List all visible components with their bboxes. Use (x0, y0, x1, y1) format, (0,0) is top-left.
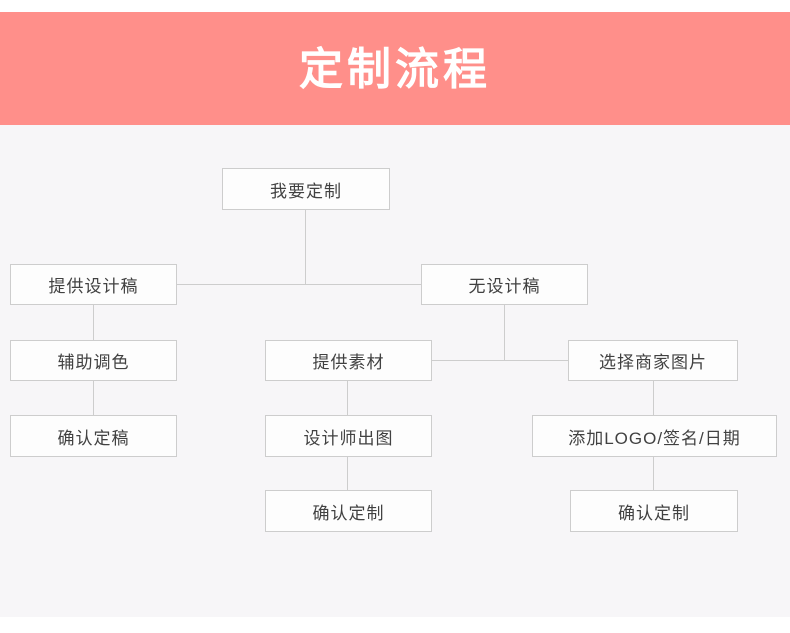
flow-node-start[interactable]: 我要定制 (222, 168, 390, 210)
connector-has-design-to-assist-color (93, 305, 94, 340)
flow-node-confirm-custom-right[interactable]: 确认定制 (570, 490, 738, 532)
connector-add-logo-to-confirm-custom (653, 457, 654, 490)
connector-designer-draft-to-confirm-custom (347, 457, 348, 490)
flowchart-canvas: 我要定制 提供设计稿 无设计稿 辅助调色 提供素材 选择商家图片 确认定稿 设计… (0, 125, 790, 617)
page-banner: 定制流程 (0, 12, 790, 125)
page-bottom-spacer (0, 617, 790, 633)
flow-node-confirm-custom-mid[interactable]: 确认定制 (265, 490, 432, 532)
connector-assist-color-to-confirm-final (93, 381, 94, 415)
flow-node-pick-merchant[interactable]: 选择商家图片 (568, 340, 738, 381)
connector-no-design-down (504, 305, 505, 361)
flow-node-confirm-final[interactable]: 确认定稿 (10, 415, 177, 457)
connector-row3-split (432, 360, 568, 361)
flow-node-has-design[interactable]: 提供设计稿 (10, 264, 177, 305)
flow-node-assist-color[interactable]: 辅助调色 (10, 340, 177, 381)
page-title: 定制流程 (299, 44, 491, 94)
flow-node-provide-assets[interactable]: 提供素材 (265, 340, 432, 381)
flow-node-add-logo[interactable]: 添加LOGO/签名/日期 (532, 415, 777, 457)
connector-pick-merchant-to-add-logo (653, 381, 654, 415)
connector-start-down (305, 210, 306, 284)
flow-node-no-design[interactable]: 无设计稿 (421, 264, 588, 305)
connector-provide-assets-to-designer-draft (347, 381, 348, 415)
connector-row2-split (177, 284, 421, 285)
flow-node-designer-draft[interactable]: 设计师出图 (265, 415, 432, 457)
